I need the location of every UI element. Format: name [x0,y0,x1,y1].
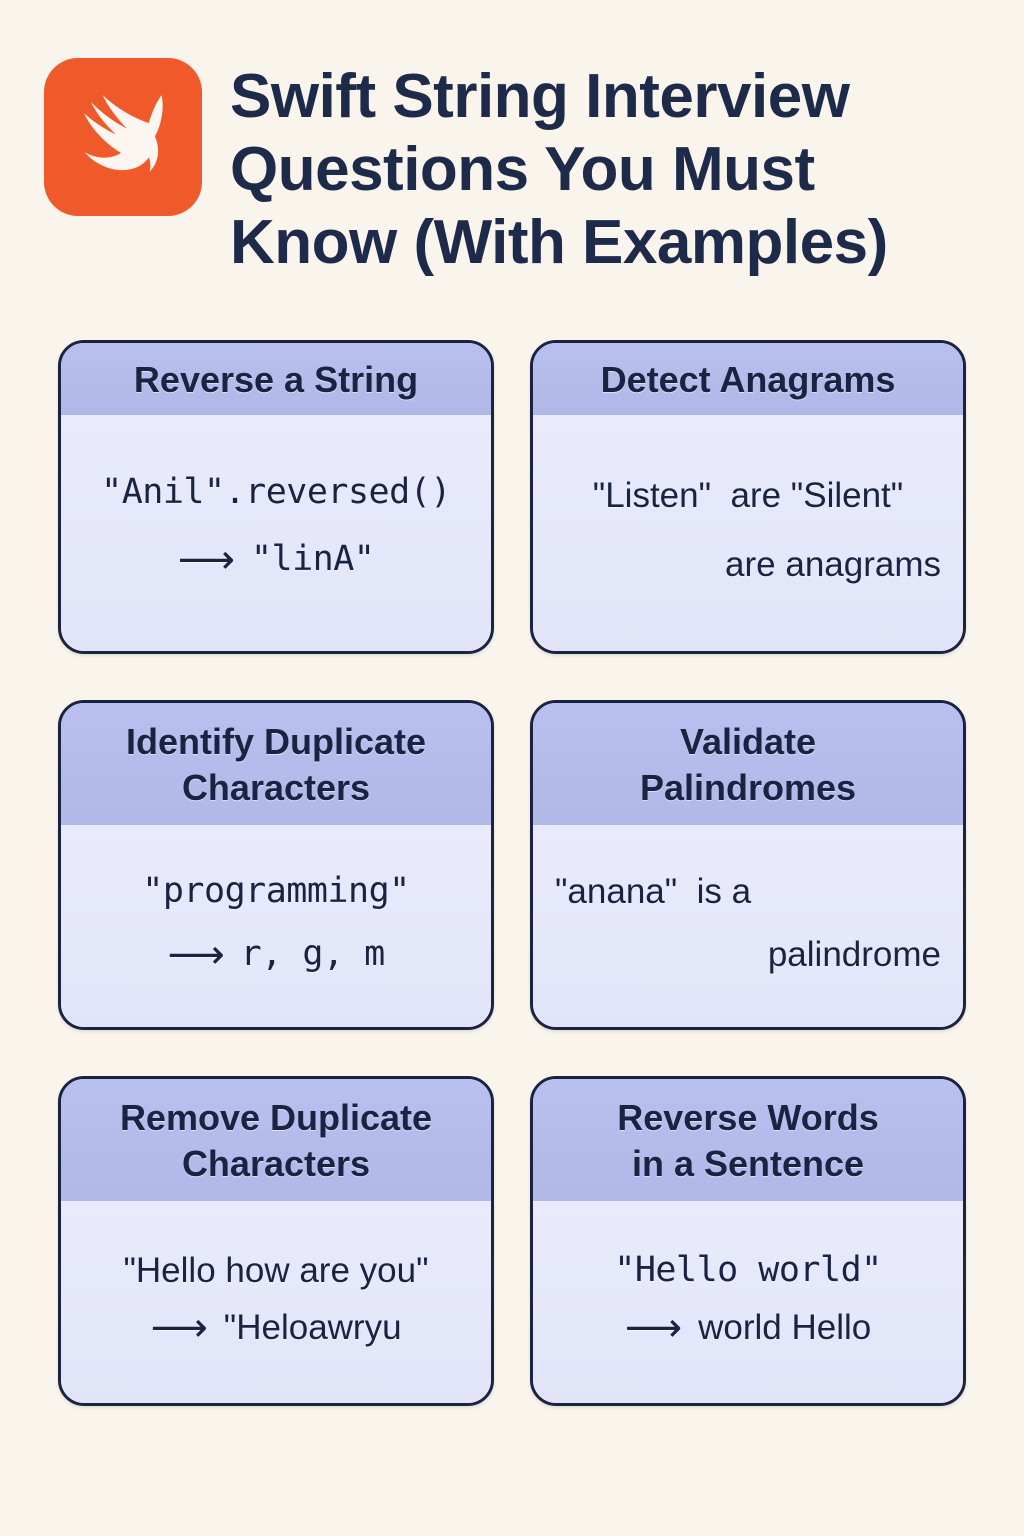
example-text: "Hello how are you" [123,1250,429,1290]
example-text: "Heloawryu [223,1308,402,1348]
card-title: Reverse a String [61,343,491,416]
card-body: "anana" is a palindrome [533,825,963,1027]
arrow-right-icon: ⟶ [150,1304,208,1351]
page-title: Swift String Interview Questions You Mus… [230,62,888,278]
question-card-detect-anagrams[interactable]: Detect Anagrams "Listen" are "Silent" ar… [530,340,966,654]
card-body: "Listen" are "Silent" are anagrams [533,415,963,651]
page-header: Swift String Interview Questions You Mus… [0,0,1024,279]
example-line: "Hello how are you" [83,1250,469,1291]
card-body: "programming" ⟶ r, g, m [61,825,491,1027]
example-line: ⟶ "linA" [83,539,469,580]
card-title: Remove Duplicate Characters [61,1079,491,1202]
card-title: Detect Anagrams [533,343,963,416]
example-line: are anagrams [555,544,941,585]
example-text: "Hello world" [614,1249,882,1290]
question-card-reverse-words-in-a-sentence[interactable]: Reverse Words in a Sentence "Hello world… [530,1076,966,1406]
question-card-remove-duplicate-characters[interactable]: Remove Duplicate Characters "Hello how a… [58,1076,494,1406]
card-title: Validate Palindromes [533,703,963,826]
question-card-identify-duplicate-characters[interactable]: Identify Duplicate Characters "programmi… [58,700,494,1030]
card-body: "Hello world" ⟶ world Hello [533,1201,963,1403]
example-line: ⟶ world Hello [555,1307,941,1348]
example-line: "Listen" are "Silent" [555,475,941,516]
example-text: r, g, m [240,934,386,975]
card-body: "Anil".reversed() ⟶ "linA" [61,415,491,651]
arrow-right-icon: ⟶ [177,536,235,583]
example-text: "programming" [142,870,410,911]
example-line: "anana" is a [555,871,941,912]
example-text: "Anil".reversed() [101,471,451,512]
question-card-validate-palindromes[interactable]: Validate Palindromes "anana" is a palind… [530,700,966,1030]
question-card-reverse-a-string[interactable]: Reverse a String "Anil".reversed() ⟶ "li… [58,340,494,654]
swift-logo-tile [44,58,202,216]
arrow-right-icon: ⟶ [167,931,225,978]
example-text: are anagrams [725,545,941,585]
example-text: "Listen" are "Silent" [592,475,904,515]
example-line: "Anil".reversed() [83,472,469,513]
arrow-right-icon: ⟶ [624,1304,683,1351]
example-line: "programming" [83,871,469,912]
example-text: world Hello [698,1308,872,1348]
question-card-grid: Reverse a String "Anil".reversed() ⟶ "li… [58,340,966,1406]
swift-bird-logo-icon [67,81,179,193]
example-text: palindrome [767,935,941,975]
example-text: "linA" [250,539,375,580]
card-body: "Hello how are you" ⟶ "Heloawryu [61,1201,491,1403]
example-line: ⟶ r, g, m [83,934,469,975]
card-title: Identify Duplicate Characters [61,703,491,826]
example-line: "Hello world" [555,1250,941,1291]
example-line: ⟶ "Heloawryu [83,1307,469,1348]
card-title: Reverse Words in a Sentence [533,1079,963,1202]
example-text: "anana" is a [555,871,752,911]
example-line: palindrome [555,934,941,975]
